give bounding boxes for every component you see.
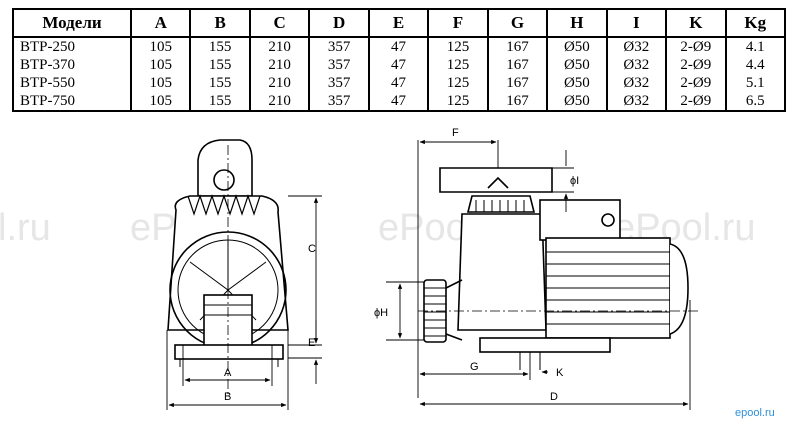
cell: 125 bbox=[427, 37, 489, 56]
cell: 125 bbox=[427, 74, 489, 92]
cell: 210 bbox=[248, 37, 311, 56]
cell: 210 bbox=[248, 92, 311, 111]
cell: 105 bbox=[129, 74, 192, 92]
dim-label-a: A bbox=[224, 367, 232, 379]
cell: 155 bbox=[189, 56, 251, 74]
cell: 4.1 bbox=[724, 37, 787, 56]
cell: Ø50 bbox=[546, 74, 608, 92]
cell: 2-Ø9 bbox=[665, 92, 727, 111]
table-row: BTP-550 105 155 210 357 47 125 167 Ø50 Ø… bbox=[12, 74, 787, 92]
header-g: G bbox=[486, 9, 549, 38]
header-kg: Kg bbox=[724, 9, 787, 38]
cell: 357 bbox=[308, 74, 370, 92]
header-e: E bbox=[367, 9, 430, 38]
cell: 47 bbox=[367, 74, 430, 92]
cell: Ø50 bbox=[546, 37, 608, 56]
front-view bbox=[167, 139, 289, 395]
header-c: C bbox=[248, 9, 311, 38]
table-row: BTP-250 105 155 210 357 47 125 167 Ø50 Ø… bbox=[12, 37, 787, 56]
cell: 125 bbox=[427, 56, 489, 74]
dim-label-f: F bbox=[452, 127, 459, 139]
cell: Ø50 bbox=[546, 92, 608, 111]
cell-model: BTP-750 bbox=[12, 92, 132, 111]
cell: 6.5 bbox=[724, 92, 787, 111]
cell: 155 bbox=[189, 74, 251, 92]
cell: Ø50 bbox=[546, 56, 608, 74]
cell: 47 bbox=[367, 92, 430, 111]
cell: Ø32 bbox=[605, 56, 668, 74]
watermark-left: l.ru bbox=[0, 207, 51, 249]
table-header-row: Модели A B C D E F G H I K Kg bbox=[12, 9, 787, 38]
header-b: B bbox=[189, 9, 251, 38]
cell: 167 bbox=[486, 56, 549, 74]
header-k: K bbox=[665, 9, 727, 38]
cell-model: BTP-370 bbox=[12, 56, 132, 74]
cell: 2-Ø9 bbox=[665, 37, 727, 56]
cell: 4.4 bbox=[724, 56, 787, 74]
cell: 155 bbox=[189, 37, 251, 56]
cell: 105 bbox=[129, 92, 192, 111]
cell: 210 bbox=[248, 56, 311, 74]
cell: 125 bbox=[427, 92, 489, 111]
cell: Ø32 bbox=[605, 74, 668, 92]
cell-model: BTP-550 bbox=[12, 74, 132, 92]
header-d: D bbox=[308, 9, 370, 38]
cell: 47 bbox=[367, 56, 430, 74]
cell: 167 bbox=[486, 92, 549, 111]
cell-model: BTP-250 bbox=[12, 37, 132, 56]
spec-table: Модели A B C D E F G H I K Kg BTP-250 10… bbox=[12, 8, 787, 112]
cell: Ø32 bbox=[605, 37, 668, 56]
header-a: A bbox=[129, 9, 192, 38]
cell: Ø32 bbox=[605, 92, 668, 111]
dim-label-g: G bbox=[470, 361, 479, 373]
cell: 357 bbox=[308, 37, 370, 56]
cell: 105 bbox=[129, 56, 192, 74]
side-view bbox=[418, 167, 700, 370]
cell: 357 bbox=[308, 92, 370, 111]
header-h: H bbox=[546, 9, 608, 38]
front-dimensions bbox=[166, 195, 322, 410]
pump-drawing: l.ru ePool.ru ePool.ru ePool.ru bbox=[0, 127, 775, 419]
dim-label-e: E bbox=[308, 337, 315, 349]
dim-label-d: D bbox=[550, 391, 558, 403]
dim-label-i: ϕI bbox=[570, 175, 579, 187]
cell: 155 bbox=[189, 92, 251, 111]
dim-label-k: K bbox=[556, 367, 564, 379]
cell: 47 bbox=[367, 37, 430, 56]
dim-label-c: C bbox=[308, 243, 316, 255]
side-dimensions bbox=[386, 139, 691, 410]
header-i: I bbox=[605, 9, 668, 38]
cell: 167 bbox=[486, 74, 549, 92]
dim-label-h: ϕH bbox=[374, 307, 388, 319]
cell: 210 bbox=[248, 74, 311, 92]
dim-label-b: B bbox=[224, 391, 231, 403]
cell: 105 bbox=[129, 37, 192, 56]
cell: 357 bbox=[308, 56, 370, 74]
cell: 5.1 bbox=[724, 74, 787, 92]
table-row: BTP-750 105 155 210 357 47 125 167 Ø50 Ø… bbox=[12, 92, 787, 111]
header-model: Модели bbox=[12, 9, 132, 38]
cell: 2-Ø9 bbox=[665, 74, 727, 92]
cell: 2-Ø9 bbox=[665, 56, 727, 74]
header-f: F bbox=[427, 9, 489, 38]
table-row: BTP-370 105 155 210 357 47 125 167 Ø50 Ø… bbox=[12, 56, 787, 74]
watermark-corner: epool.ru bbox=[735, 407, 775, 419]
cell: 167 bbox=[486, 37, 549, 56]
